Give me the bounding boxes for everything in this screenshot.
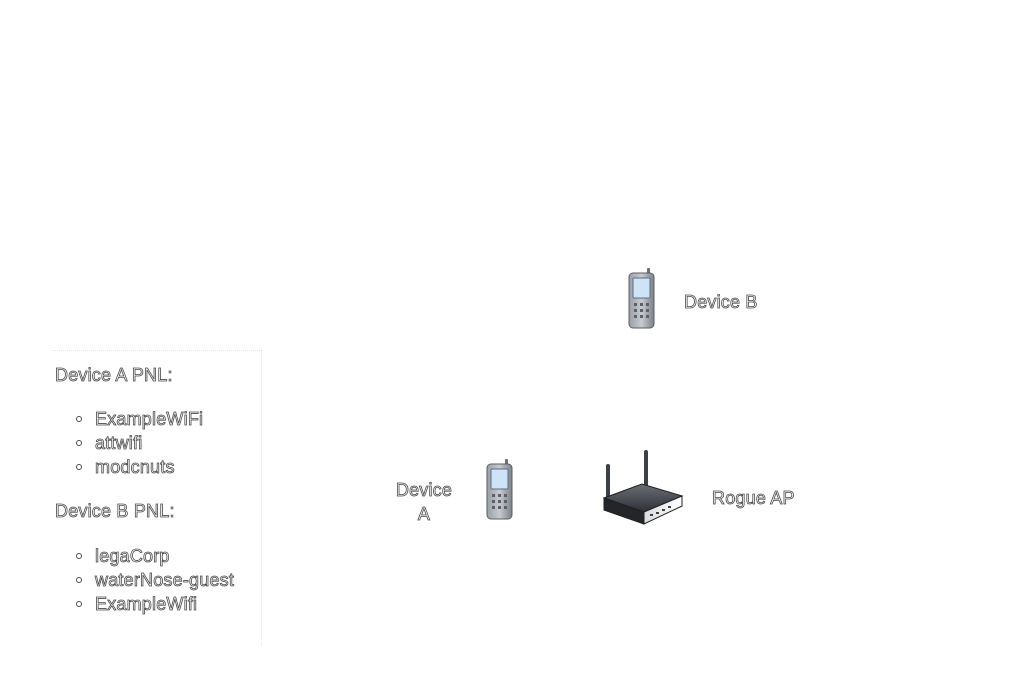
bullet-icon (76, 577, 82, 583)
network-name: modcnuts (95, 457, 175, 478)
wireless-router-icon (602, 450, 684, 525)
list-item: legaCorp (52, 544, 234, 568)
device-a-phone-icon (484, 457, 516, 521)
device-a-label: Device A (393, 478, 455, 526)
network-name: ExampleWifi (95, 594, 198, 615)
device-b-label: Device B (684, 292, 758, 313)
list-item: attwifi (52, 431, 203, 455)
network-name: attwifi (95, 433, 143, 454)
bullet-icon (76, 416, 82, 422)
device-a-pnl-heading: Device A PNL: (55, 365, 173, 386)
pnl-panel: Device A PNL: ExampleWiFi attwifi modcnu… (52, 350, 262, 646)
rogue-ap-label: Rogue AP (712, 488, 795, 509)
bullet-icon (76, 464, 82, 470)
bullet-icon (76, 601, 82, 607)
device-b-pnl-heading: Device B PNL: (55, 501, 175, 522)
network-name: ExampleWiFi (95, 409, 204, 430)
bullet-icon (76, 440, 82, 446)
device-b-phone-icon (626, 266, 658, 330)
device-a-label-line2: A (417, 504, 431, 525)
network-name: waterNose-guest (95, 570, 235, 591)
device-a-label-line1: Device (395, 480, 453, 501)
list-item: ExampleWiFi (52, 407, 203, 431)
network-name: legaCorp (95, 546, 170, 567)
device-a-pnl-list: ExampleWiFi attwifi modcnuts (52, 407, 203, 479)
list-item: modcnuts (52, 455, 203, 479)
list-item: waterNose-guest (52, 568, 234, 592)
list-item: ExampleWifi (52, 592, 234, 616)
mobile-phone-icon (486, 459, 513, 520)
mobile-phone-icon (628, 268, 655, 329)
rogue-ap-router-icon (598, 446, 686, 528)
device-b-pnl-list: legaCorp waterNose-guest ExampleWifi (52, 544, 234, 616)
bullet-icon (76, 553, 82, 559)
